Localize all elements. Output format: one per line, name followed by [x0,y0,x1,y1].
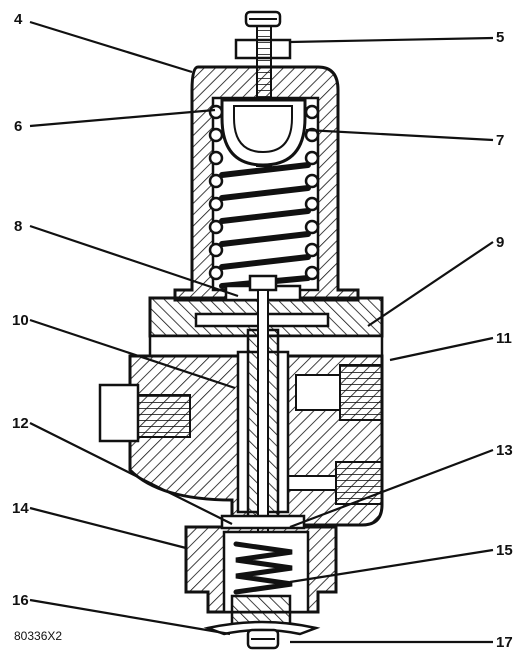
callout-13: 13 [496,442,513,459]
figure-id-code: 80336X2 [14,629,62,643]
valve-body [98,350,384,527]
callout-12: 12 [12,415,29,432]
spring-coil-ends [208,104,320,281]
callout-15: 15 [496,542,513,559]
lower-coil-spring [233,541,293,595]
upper-spring-seat [220,98,307,167]
callout-16: 16 [12,592,29,609]
bottom-adjuster [203,594,321,650]
valve-stem [246,289,280,591]
callout-6: 6 [14,118,22,135]
callout-11: 11 [496,330,512,347]
leader-lines [29,20,494,644]
callout-9: 9 [496,234,504,251]
callout-8: 8 [14,218,22,235]
callout-labels: 4 5 6 7 8 9 10 11 12 13 14 15 16 17 8033… [12,11,513,651]
callout-14: 14 [12,500,29,517]
callout-17: 17 [496,634,513,651]
callout-5: 5 [496,29,504,46]
callout-10: 10 [12,312,29,329]
callout-4: 4 [14,11,23,28]
callout-7: 7 [496,132,504,149]
main-coil-spring [219,162,311,289]
